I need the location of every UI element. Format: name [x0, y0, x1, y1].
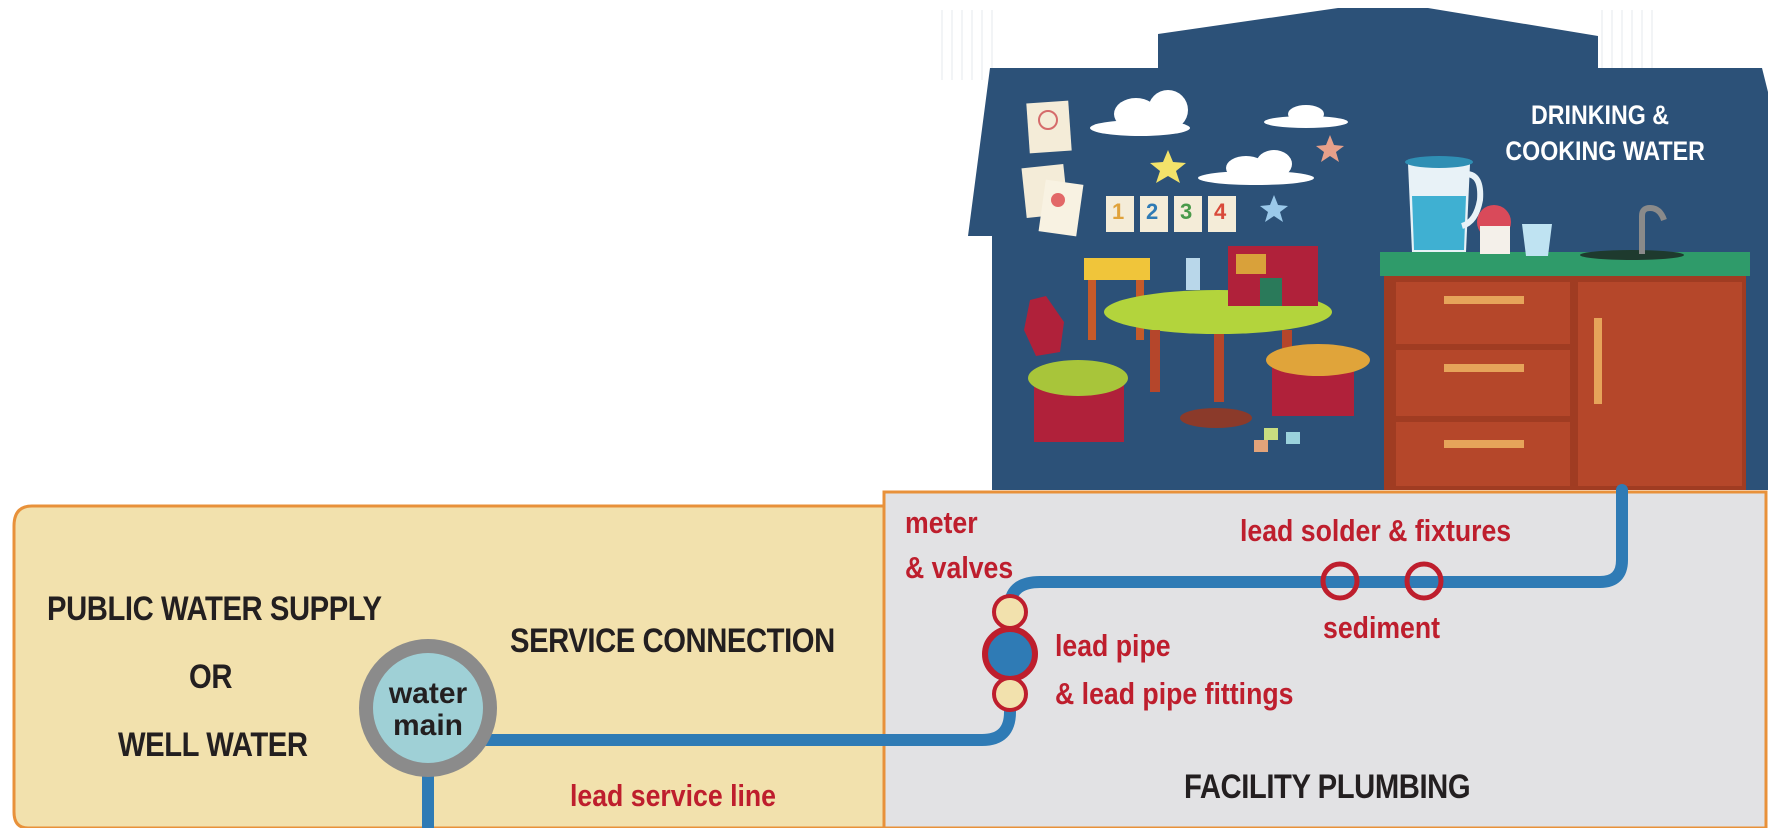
- facility-plumbing-title: FACILITY PLUMBING: [1184, 768, 1471, 806]
- cupcake-icon: [1477, 205, 1511, 254]
- lead-markers: [982, 561, 1444, 712]
- service-connection-title: SERVICE CONNECTION: [510, 622, 835, 660]
- house-label-line2: COOKING WATER: [1505, 136, 1705, 166]
- clouds-icon: [1090, 90, 1348, 185]
- supply-line1: PUBLIC WATER SUPPLY: [47, 590, 382, 628]
- counting-card-2: 2: [1146, 199, 1159, 224]
- lead-solder-label: lead solder & fixtures: [1240, 513, 1512, 548]
- number-cards-icon: [1106, 196, 1236, 232]
- counting-card-1: 1: [1112, 199, 1125, 224]
- counting-card-3: 3: [1180, 199, 1193, 224]
- water-main-line1: water: [388, 677, 468, 710]
- sediment-label: sediment: [1323, 610, 1441, 645]
- wall-posters-icon: [1021, 100, 1084, 237]
- fence-lines: [941, 10, 1653, 80]
- water-main-icon: [359, 639, 497, 777]
- playroom-furniture-icon: [1024, 246, 1370, 452]
- meter-label-line1: meter: [905, 505, 978, 540]
- lead-pipe-label-line1: lead pipe: [1055, 628, 1171, 663]
- solder-marker-1: [1320, 561, 1360, 601]
- lead-pipe-label-line2: & lead pipe fittings: [1055, 676, 1294, 711]
- valve-marker-top: [992, 594, 1028, 630]
- house-label-line1: DRINKING &: [1530, 100, 1670, 130]
- water-pitcher-icon: [1405, 156, 1484, 252]
- supply-line2: OR: [189, 658, 232, 696]
- valve-marker-bottom: [992, 676, 1028, 712]
- lead-service-line-label: lead service line: [570, 778, 777, 813]
- lead-pipe-marker: [982, 626, 1038, 682]
- water-main-line2: main: [392, 709, 464, 742]
- kitchen-cabinet-icon: [1380, 204, 1750, 490]
- pipe-house-supply: [422, 484, 1628, 746]
- solder-marker-2: [1404, 561, 1444, 601]
- supply-line3: WELL WATER: [118, 726, 308, 764]
- meter-label-line2: & valves: [905, 550, 1014, 585]
- counting-card-4: 4: [1214, 199, 1227, 224]
- water-glass-icon: [1522, 224, 1552, 256]
- stars-icon: [1150, 135, 1344, 222]
